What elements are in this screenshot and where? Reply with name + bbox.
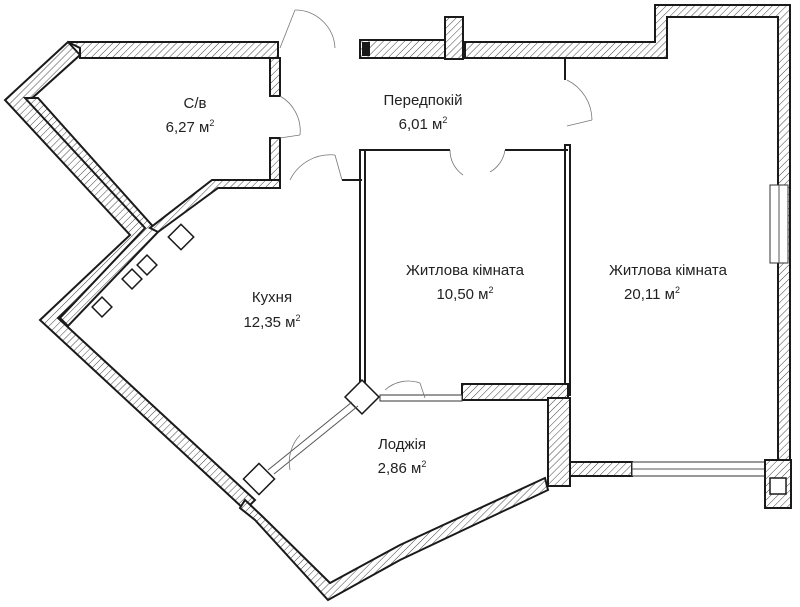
column-loggia-2 [242,462,276,496]
interior-walls [238,58,792,602]
room-labels: С/в 6,27 м2 Передпокій 6,01 м2 Кухня 12,… [166,92,728,477]
room-name-hallway: Передпокій [384,92,463,109]
room-name-loggia: Лоджія [378,436,426,453]
room-area-living1: 10,50 м2 [436,285,493,303]
doors [279,9,593,471]
room-area-living2: 20,11 м2 [624,285,680,303]
room-name-kitchen: Кухня [252,289,292,306]
column-kitchen-1 [167,223,195,251]
room-area-hallway: 6,01 м2 [399,115,448,133]
room-area-bathroom: 6,27 м2 [166,118,215,136]
room-name-living2: Житлова кімната [609,262,728,279]
room-name-living1: Житлова кімната [406,262,525,279]
room-area-kitchen: 12,35 м2 [243,313,300,331]
room-area-loggia: 2,86 м2 [378,459,427,477]
column-loggia [343,378,381,416]
outer-walls [3,4,791,512]
room-name-bathroom: С/в [184,95,207,112]
